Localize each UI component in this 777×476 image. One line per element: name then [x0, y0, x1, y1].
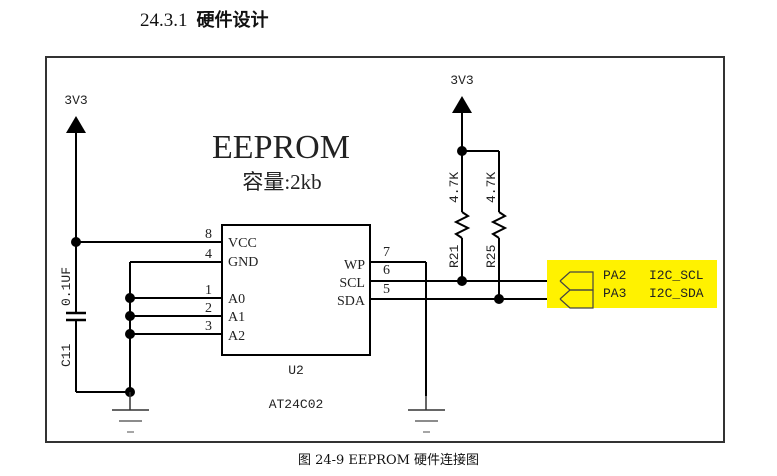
section-heading: 24.3.1 硬件设计 [140, 6, 269, 32]
net-port-scl: PA2 [603, 268, 626, 283]
junction-dot [457, 276, 467, 286]
pin-number: 2 [205, 301, 212, 316]
chip-ref: U2 [288, 363, 304, 378]
resistor-r25-ref: R25 [484, 245, 499, 268]
section-number: 24.3.1 [140, 10, 188, 31]
net-signal-scl: I2C_SCL [649, 268, 704, 283]
capacitor-value: 0.1UF [59, 267, 74, 306]
net-label-highlight [547, 260, 717, 308]
junction-dot [125, 311, 135, 321]
resistor-r25-icon [490, 211, 508, 239]
pin-number: 5 [383, 282, 390, 297]
resistor-r21-ref: R21 [447, 244, 462, 268]
power-arrow-left-icon [66, 116, 86, 133]
pin-name: WP [344, 258, 365, 273]
resistor-r25-value: 4.7K [484, 172, 499, 203]
resistor-r21-icon [453, 211, 471, 239]
schematic-frame [45, 56, 725, 443]
power-label-right: 3V3 [450, 73, 473, 88]
pin-number: 8 [205, 227, 212, 242]
net-port-sda: PA3 [603, 286, 626, 301]
capacitor-ref: C11 [59, 343, 74, 367]
power-arrow-right-icon [452, 96, 472, 113]
pin-number: 4 [205, 247, 212, 262]
pin-name: VCC [228, 236, 257, 251]
schematic-title: EEPROM [212, 129, 350, 166]
ground-right-icon [408, 396, 445, 433]
figure-caption: 图 24-9 EEPROM 硬件连接图 [297, 453, 480, 468]
net-signal-sda: I2C_SDA [649, 286, 704, 301]
pin-number: 7 [383, 245, 390, 260]
junction-dot [494, 294, 504, 304]
pin-number: 6 [383, 263, 390, 278]
ground-left-icon [112, 392, 149, 433]
junction-dot [125, 329, 135, 339]
pin-name: A0 [228, 292, 245, 307]
pin-number: 3 [205, 319, 212, 334]
schematic-capacity: 容量:2kb [242, 170, 321, 194]
junction-dot [125, 293, 135, 303]
pin-name: A1 [228, 310, 245, 325]
net-label-scl-icon [559, 271, 594, 291]
resistor-r21-value: 4.7K [447, 172, 462, 203]
pin-name: SDA [337, 294, 366, 309]
pin-name: GND [228, 255, 258, 270]
power-label-left: 3V3 [64, 93, 87, 108]
chip-part: AT24C02 [269, 397, 324, 412]
section-title: 硬件设计 [196, 10, 269, 31]
pin-name: SCL [339, 276, 365, 291]
pin-number: 1 [205, 283, 212, 298]
net-label-sda-icon [559, 289, 594, 309]
chip-body [221, 224, 371, 356]
pin-name: A2 [228, 329, 245, 344]
